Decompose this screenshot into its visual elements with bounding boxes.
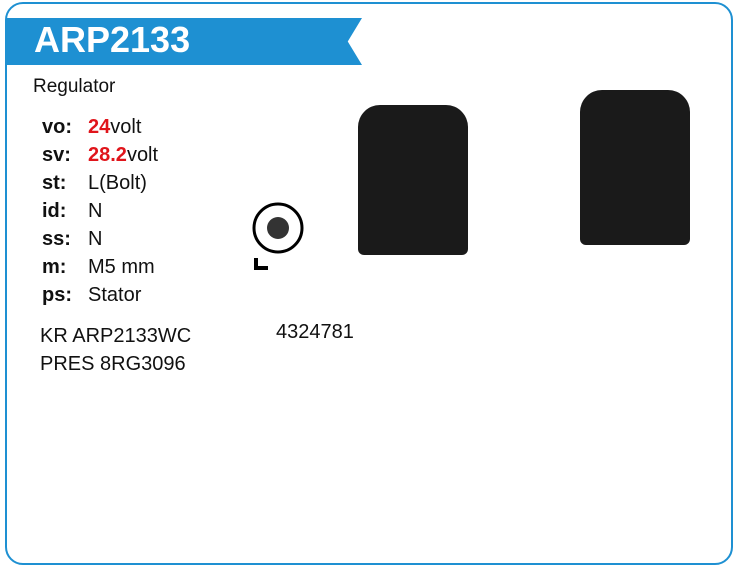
spec-value: L(Bolt) [88, 172, 147, 194]
spec-unit: volt [126, 144, 159, 166]
spec-value: N [88, 228, 103, 250]
cross-ref: KR ARP2133WC [40, 325, 192, 347]
product-photo-front [358, 105, 468, 255]
spec-key: vo: [42, 116, 72, 138]
spec-value: Stator [88, 284, 142, 306]
spec-key: sv: [42, 144, 71, 166]
part-number-title: ARP2133 [34, 19, 191, 60]
spec-row: sv: 28.2 volt [42, 144, 158, 172]
spec-key: ss: [42, 228, 71, 250]
spec-key: ps: [42, 284, 72, 306]
spec-unit: volt [110, 116, 142, 138]
spec-row: m: M5 mm [42, 256, 158, 284]
cross-references: KR ARP2133WC PRES 8RG3096 [40, 322, 191, 378]
spec-value: 24 [88, 116, 111, 138]
spec-value: 28.2 [88, 144, 127, 166]
spec-row: vo: 24 volt [42, 116, 158, 144]
spec-row: ps: Stator [42, 284, 158, 312]
spec-row: id: N [42, 200, 158, 228]
oe-number: 4324781 [276, 321, 354, 343]
product-photo-side [580, 90, 690, 245]
part-type: Regulator [33, 76, 116, 97]
card-frame [5, 2, 733, 565]
spec-value: N [88, 200, 103, 222]
title-banner [6, 18, 362, 65]
cross-ref: PRES 8RG3096 [40, 353, 186, 375]
spec-list: vo:24 volt sv:28.2 volt st:L(Bolt) id:N … [42, 116, 158, 312]
spec-row: ss: N [42, 228, 158, 256]
terminal-l-icon [252, 202, 304, 270]
spec-key: st: [42, 172, 67, 194]
spec-row: st: L(Bolt) [42, 172, 158, 200]
spec-key: id: [42, 200, 67, 222]
spec-key: m: [42, 256, 67, 278]
spec-value: M5 mm [88, 256, 155, 278]
